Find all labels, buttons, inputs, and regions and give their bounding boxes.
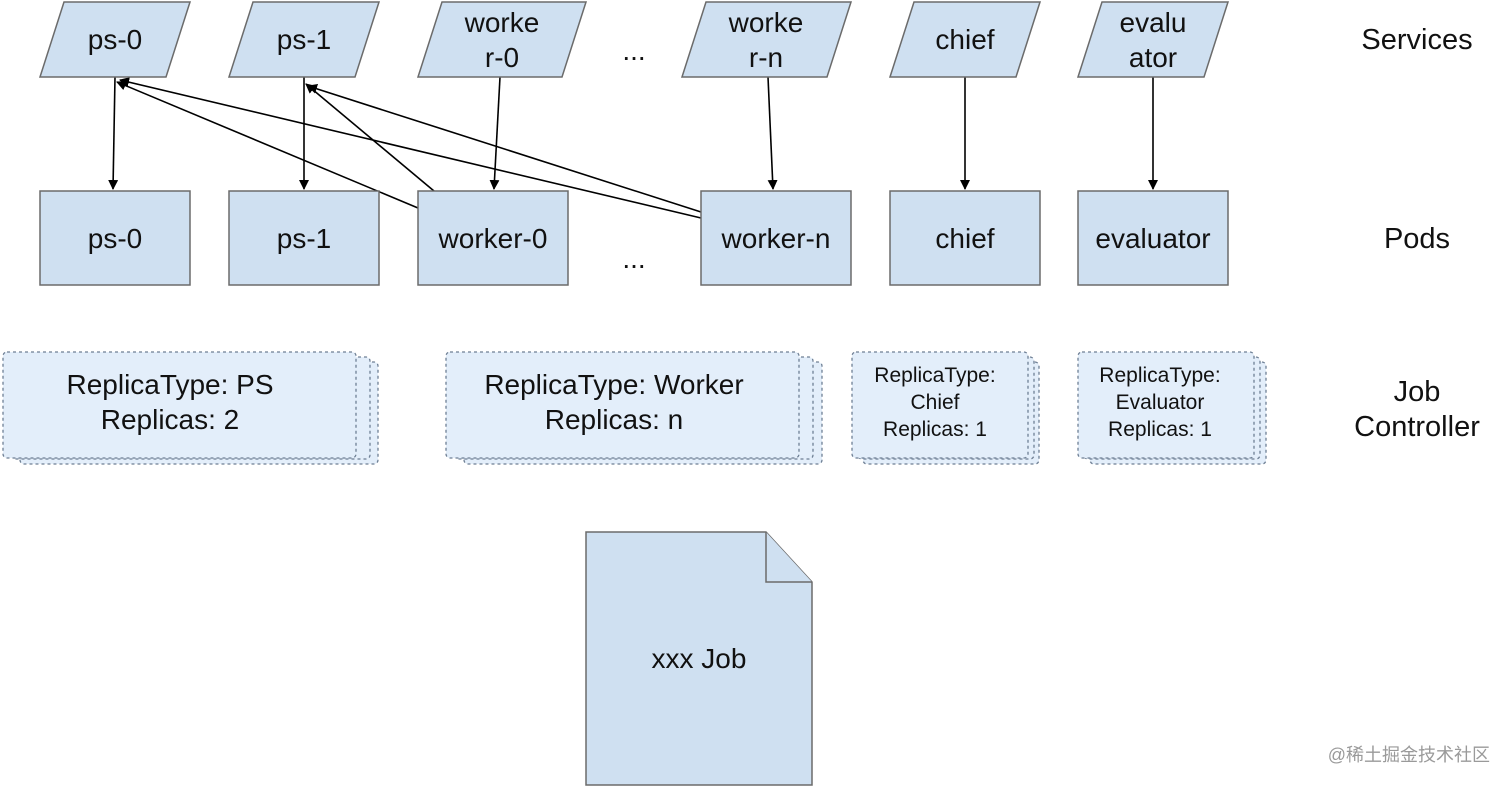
edge-pod-worker-n-to-svc-ps-1 [307,83,702,213]
pod-worker-0: worker-0 [417,190,569,286]
pod-ps-0-label: ps-0 [88,223,142,254]
pod-worker-0-label: worker-0 [438,223,548,254]
service-worker-n: worke r-n [680,1,853,78]
controller-chief-name: Chief [910,391,959,414]
pod-evaluator: evaluator [1077,190,1229,286]
pod-worker-n-label: worker-n [721,223,831,254]
pod-chief: chief [889,190,1041,286]
service-worker-0: worke r-0 [416,1,588,78]
edge-pod-worker-n-to-svc-ps-0 [119,77,702,219]
controller-evaluator-name: Evaluator [1116,391,1205,414]
service-evaluator: evalu ator [1076,1,1230,78]
service-evaluator-label-line1: evalu [1120,7,1187,38]
service-ps-1-label: ps-1 [277,24,331,55]
service-worker-n-label-line2: r-n [749,42,783,73]
edge-pod-worker-0-to-svc-ps-0 [116,80,419,209]
service-ps-0: ps-0 [38,1,192,78]
edge-svc-worker-0-to-pod-worker-0 [489,76,501,190]
service-worker-n-label-line1: worke [728,7,804,38]
pod-ps-1: ps-1 [228,190,380,286]
controller-evaluator: ReplicaType: Evaluator Replicas: 1 [1077,351,1267,465]
service-worker-0-label-line1: worke [464,7,540,38]
service-ps-0-label: ps-0 [88,24,142,55]
controller-chief-type: ReplicaType: [874,364,995,387]
service-chief: chief [888,1,1042,78]
row-label-pods: Pods [1384,223,1450,255]
edges-layer [108,76,1158,219]
pod-evaluator-label: evaluator [1095,223,1210,254]
controller-worker: ReplicaType: Worker Replicas: n [445,351,823,465]
services-ellipsis: ... [622,35,645,66]
controller-evaluator-replicas: Replicas: 1 [1108,418,1212,441]
service-ps-1: ps-1 [227,1,381,78]
service-chief-label: chief [935,24,994,55]
pod-ps-1-label: ps-1 [277,223,331,254]
controller-ps: ReplicaType: PS Replicas: 2 [2,351,379,465]
row-label-services: Services [1361,24,1472,56]
job-document-label: xxx Job [652,643,747,674]
controller-chief-replicas: Replicas: 1 [883,418,987,441]
pod-ps-0: ps-0 [39,190,191,286]
row-label-job: Job [1394,376,1441,408]
pods-ellipsis: ... [622,243,645,274]
row-label-controller: Controller [1354,411,1480,443]
controller-ps-replicas: Replicas: 2 [101,404,240,435]
controller-evaluator-type: ReplicaType: [1099,364,1220,387]
controller-worker-replicas: Replicas: n [545,404,684,435]
job-document: xxx Job [585,531,813,786]
controller-chief: ReplicaType: Chief Replicas: 1 [851,351,1040,465]
edge-svc-ps-0-to-pod-ps-0 [108,76,119,190]
edge-svc-worker-n-to-pod-worker-n [767,76,778,190]
edge-pod-worker-0-to-svc-ps-1 [305,83,435,192]
service-evaluator-label-line2: ator [1129,42,1177,73]
controller-worker-type: ReplicaType: Worker [484,369,743,400]
pod-worker-n: worker-n [700,190,852,286]
pod-chief-label: chief [935,223,994,254]
controller-ps-type: ReplicaType: PS [67,369,274,400]
watermark: @稀土掘金技术社区 [1328,745,1490,765]
service-worker-0-label-line2: r-0 [485,42,519,73]
